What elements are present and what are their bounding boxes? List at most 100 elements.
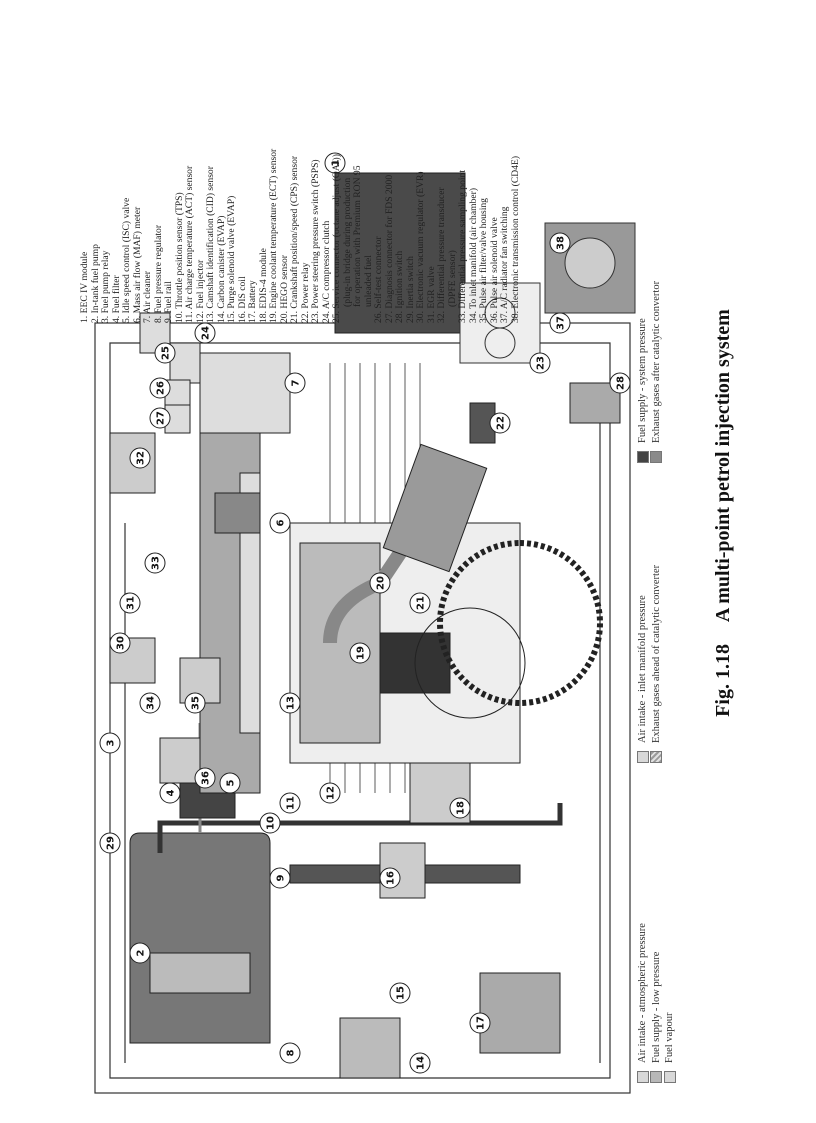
callout-circle: [549, 232, 571, 254]
callout-number: 11: [286, 796, 297, 810]
callout-circle: [109, 632, 131, 654]
callout-number: 33: [151, 556, 162, 570]
callout-circle: [184, 692, 206, 714]
callout-number: 4: [166, 789, 177, 796]
callout-number: 3: [106, 739, 117, 746]
fuel-line: [157, 803, 563, 853]
callout-circle: [529, 352, 551, 374]
callout-circle: [349, 642, 371, 664]
callout-circle: [139, 692, 161, 714]
callout-number: 37: [556, 316, 567, 330]
legend-item: Exhaust gases ahead of catalytic convert…: [650, 565, 664, 763]
callout-number: 28: [616, 376, 627, 390]
callout-circle: [259, 812, 281, 834]
callout-circle: [269, 512, 291, 534]
callout-circle: [369, 572, 391, 594]
callout-number: 16: [386, 871, 397, 885]
ac-fan-switching: [459, 282, 541, 364]
callout-circle: [219, 772, 241, 794]
legend-item: Air intake - inlet manifold pressure: [636, 565, 650, 763]
callout-circle: [129, 447, 151, 469]
callout-number: 5: [226, 779, 237, 786]
legend-label: Exhaust gases after catalytic convertor: [650, 280, 662, 443]
callout-circle: [319, 782, 341, 804]
callout-circle: [99, 832, 121, 854]
callout-circle: [194, 767, 216, 789]
cylinder-head: [299, 542, 381, 744]
air-cleaner: [199, 352, 291, 434]
callout-circle: [389, 982, 411, 1004]
figure-caption: Fig. 1.18 A multi-point petrol injection…: [712, 203, 735, 823]
callout-circle: [469, 1012, 491, 1034]
callout-circle: [324, 152, 346, 174]
legend-item: Fuel supply - low pressure: [650, 923, 664, 1083]
callout-number: 8: [286, 1049, 297, 1056]
callout-circle: [144, 552, 166, 574]
callout-number: 19: [356, 646, 367, 660]
callout-number: 14: [416, 1056, 427, 1070]
callout-number: 9: [276, 874, 287, 881]
callout-circle: [409, 1052, 431, 1074]
callout-number: 1: [331, 159, 342, 166]
callout-number: 29: [106, 836, 117, 850]
callout-circle: [409, 592, 431, 614]
callout-number: 22: [496, 416, 507, 430]
callout-number: 30: [116, 636, 127, 650]
callout-circle: [279, 692, 301, 714]
carbon-canister: [339, 1017, 401, 1079]
callout-number: 25: [161, 346, 172, 360]
callout-circle: [99, 732, 121, 754]
legend-swatch: [650, 751, 663, 763]
legend-swatch: [650, 451, 663, 463]
legend-item: Fuel supply - system pressure: [636, 281, 650, 463]
callout-circle: [449, 797, 471, 819]
legend-column-3: Fuel supply - system pressure Exhaust ga…: [636, 281, 663, 463]
figure-number: Fig. 1.18: [712, 644, 734, 717]
callout-circle: [159, 782, 181, 804]
crankshaft: [414, 607, 526, 719]
callout-number: 24: [201, 326, 212, 340]
figure-title: A multi-point petrol injection system: [712, 309, 734, 623]
callout-circle: [149, 377, 171, 399]
battery: [479, 972, 561, 1054]
legend-swatch: [636, 451, 649, 463]
eec-iv-module: [334, 172, 466, 334]
callout-number: 15: [396, 986, 407, 1000]
legend-label: Fuel supply - low pressure: [650, 951, 662, 1063]
callout-number: 21: [416, 596, 427, 610]
callout-number: 2: [136, 949, 147, 956]
callout-number: 31: [126, 596, 137, 610]
legend-item: Exhaust gases after catalytic convertor: [650, 281, 664, 463]
callout-circle: [284, 372, 306, 394]
callout-number: 36: [201, 771, 212, 785]
callout-number: 27: [156, 411, 167, 425]
callout-number: 6: [276, 519, 287, 526]
callout-number: 12: [326, 786, 337, 800]
legend-item: Fuel vapour: [663, 923, 677, 1083]
legend-swatch: [636, 751, 649, 763]
callout-number: 34: [146, 696, 157, 710]
callout-number: 17: [476, 1016, 487, 1030]
legend-label: Air intake - inlet manifold pressure: [637, 595, 648, 743]
legend-label: Fuel supply - system pressure: [637, 318, 648, 443]
callout-number: 23: [536, 356, 547, 370]
in-tank-fuel-pump: [149, 952, 251, 994]
legend-swatch: [636, 1071, 649, 1083]
callout-circle: [154, 342, 176, 364]
callout-circle: [119, 592, 141, 614]
legend-swatch: [650, 1071, 663, 1083]
legend-label: Air intake - atmospheric pressure: [637, 923, 648, 1063]
callout-circle: [549, 312, 571, 334]
wiring-frame-inner: [109, 342, 611, 1079]
callout-number: 7: [291, 379, 302, 386]
callout-number: 10: [266, 816, 277, 830]
legend-column-1: Air intake - atmospheric pressure Fuel s…: [636, 923, 677, 1083]
callout-number: 32: [136, 451, 147, 465]
callout-circle: [149, 407, 171, 429]
callout-circle: [194, 322, 216, 344]
legend-label: Fuel vapour: [664, 1012, 675, 1063]
flywheel-reluctor: [437, 540, 603, 706]
callout-number: 38: [556, 236, 567, 250]
